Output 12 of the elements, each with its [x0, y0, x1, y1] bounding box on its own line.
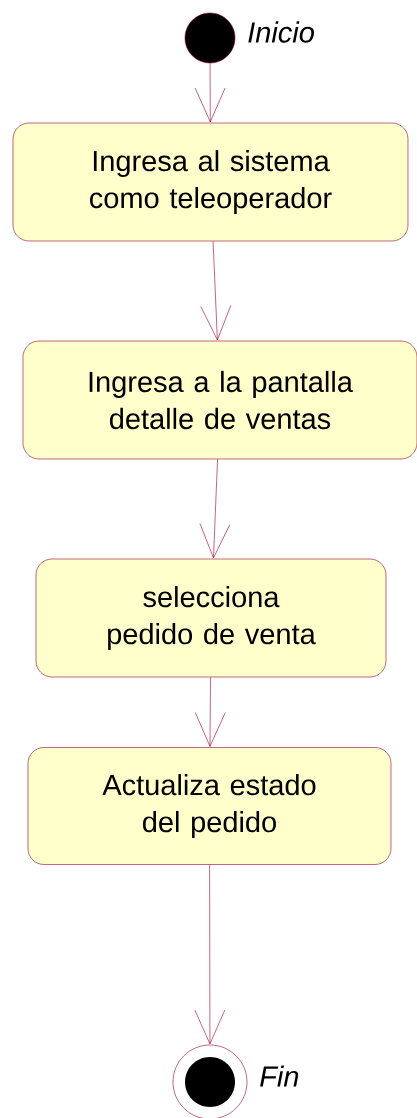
arrow — [199, 459, 231, 559]
arrow — [194, 677, 226, 747]
arrow — [200, 241, 232, 341]
state-label: Fin — [260, 1065, 299, 1087]
action-box: Ingresa al sistema como teleoperador — [12, 122, 409, 242]
end-circle — [172, 1044, 248, 1118]
arrow — [194, 864, 226, 1045]
action-box: Actualiza estado del pedido — [27, 747, 392, 865]
action-box: Ingresa a la pantalla detalle de ventas — [22, 340, 417, 460]
start-circle — [184, 12, 236, 64]
action-box: selecciona pedido de venta — [35, 558, 387, 678]
state-label: Inicio — [248, 21, 314, 43]
